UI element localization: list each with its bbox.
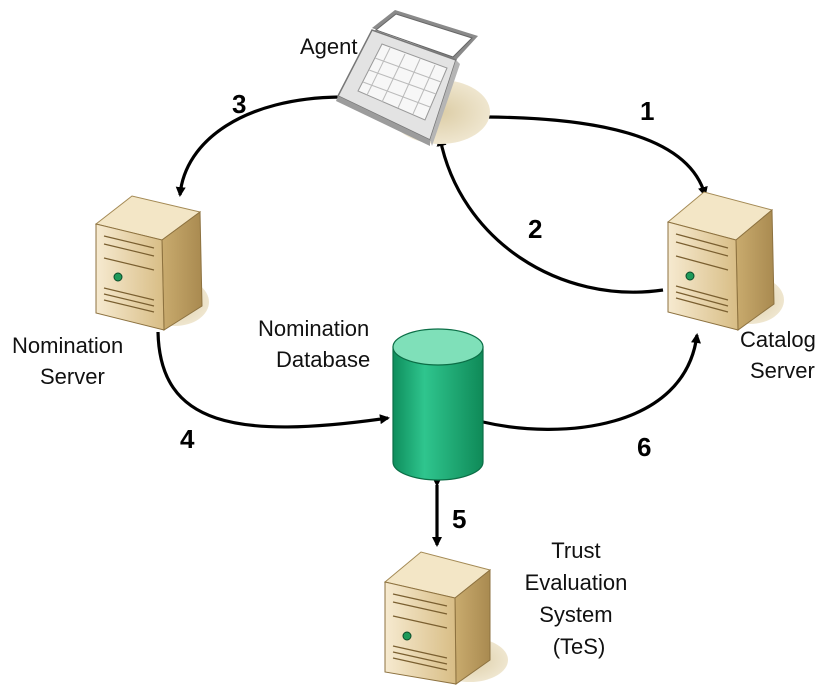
step-4-label: 4	[180, 424, 195, 454]
catalog-server-label: Catalog Server	[740, 327, 822, 383]
arrow-1	[486, 115, 708, 197]
agent-label: Agent	[300, 34, 358, 59]
step-6-label: 6	[637, 432, 651, 462]
nomination-database-label: Nomination Database	[258, 316, 375, 372]
step-3-label: 3	[232, 89, 246, 119]
arrow-3	[175, 95, 341, 197]
database-cylinder-icon	[392, 328, 484, 481]
arrow-4	[156, 331, 390, 429]
step-5-label: 5	[452, 504, 466, 534]
trust-evaluation-system-label: Trust Evaluation System (TeS)	[525, 538, 634, 659]
trust-evaluation-server-icon	[383, 551, 508, 685]
arrow-6	[482, 333, 701, 431]
step-2-label: 2	[528, 214, 542, 244]
step-1-label: 1	[640, 96, 654, 126]
nomination-server-label: Nomination Server	[12, 333, 129, 389]
laptop-icon	[336, 10, 490, 146]
arrow-2	[436, 136, 664, 294]
catalog-server-icon	[666, 191, 784, 331]
nomination-server-icon	[94, 195, 209, 331]
